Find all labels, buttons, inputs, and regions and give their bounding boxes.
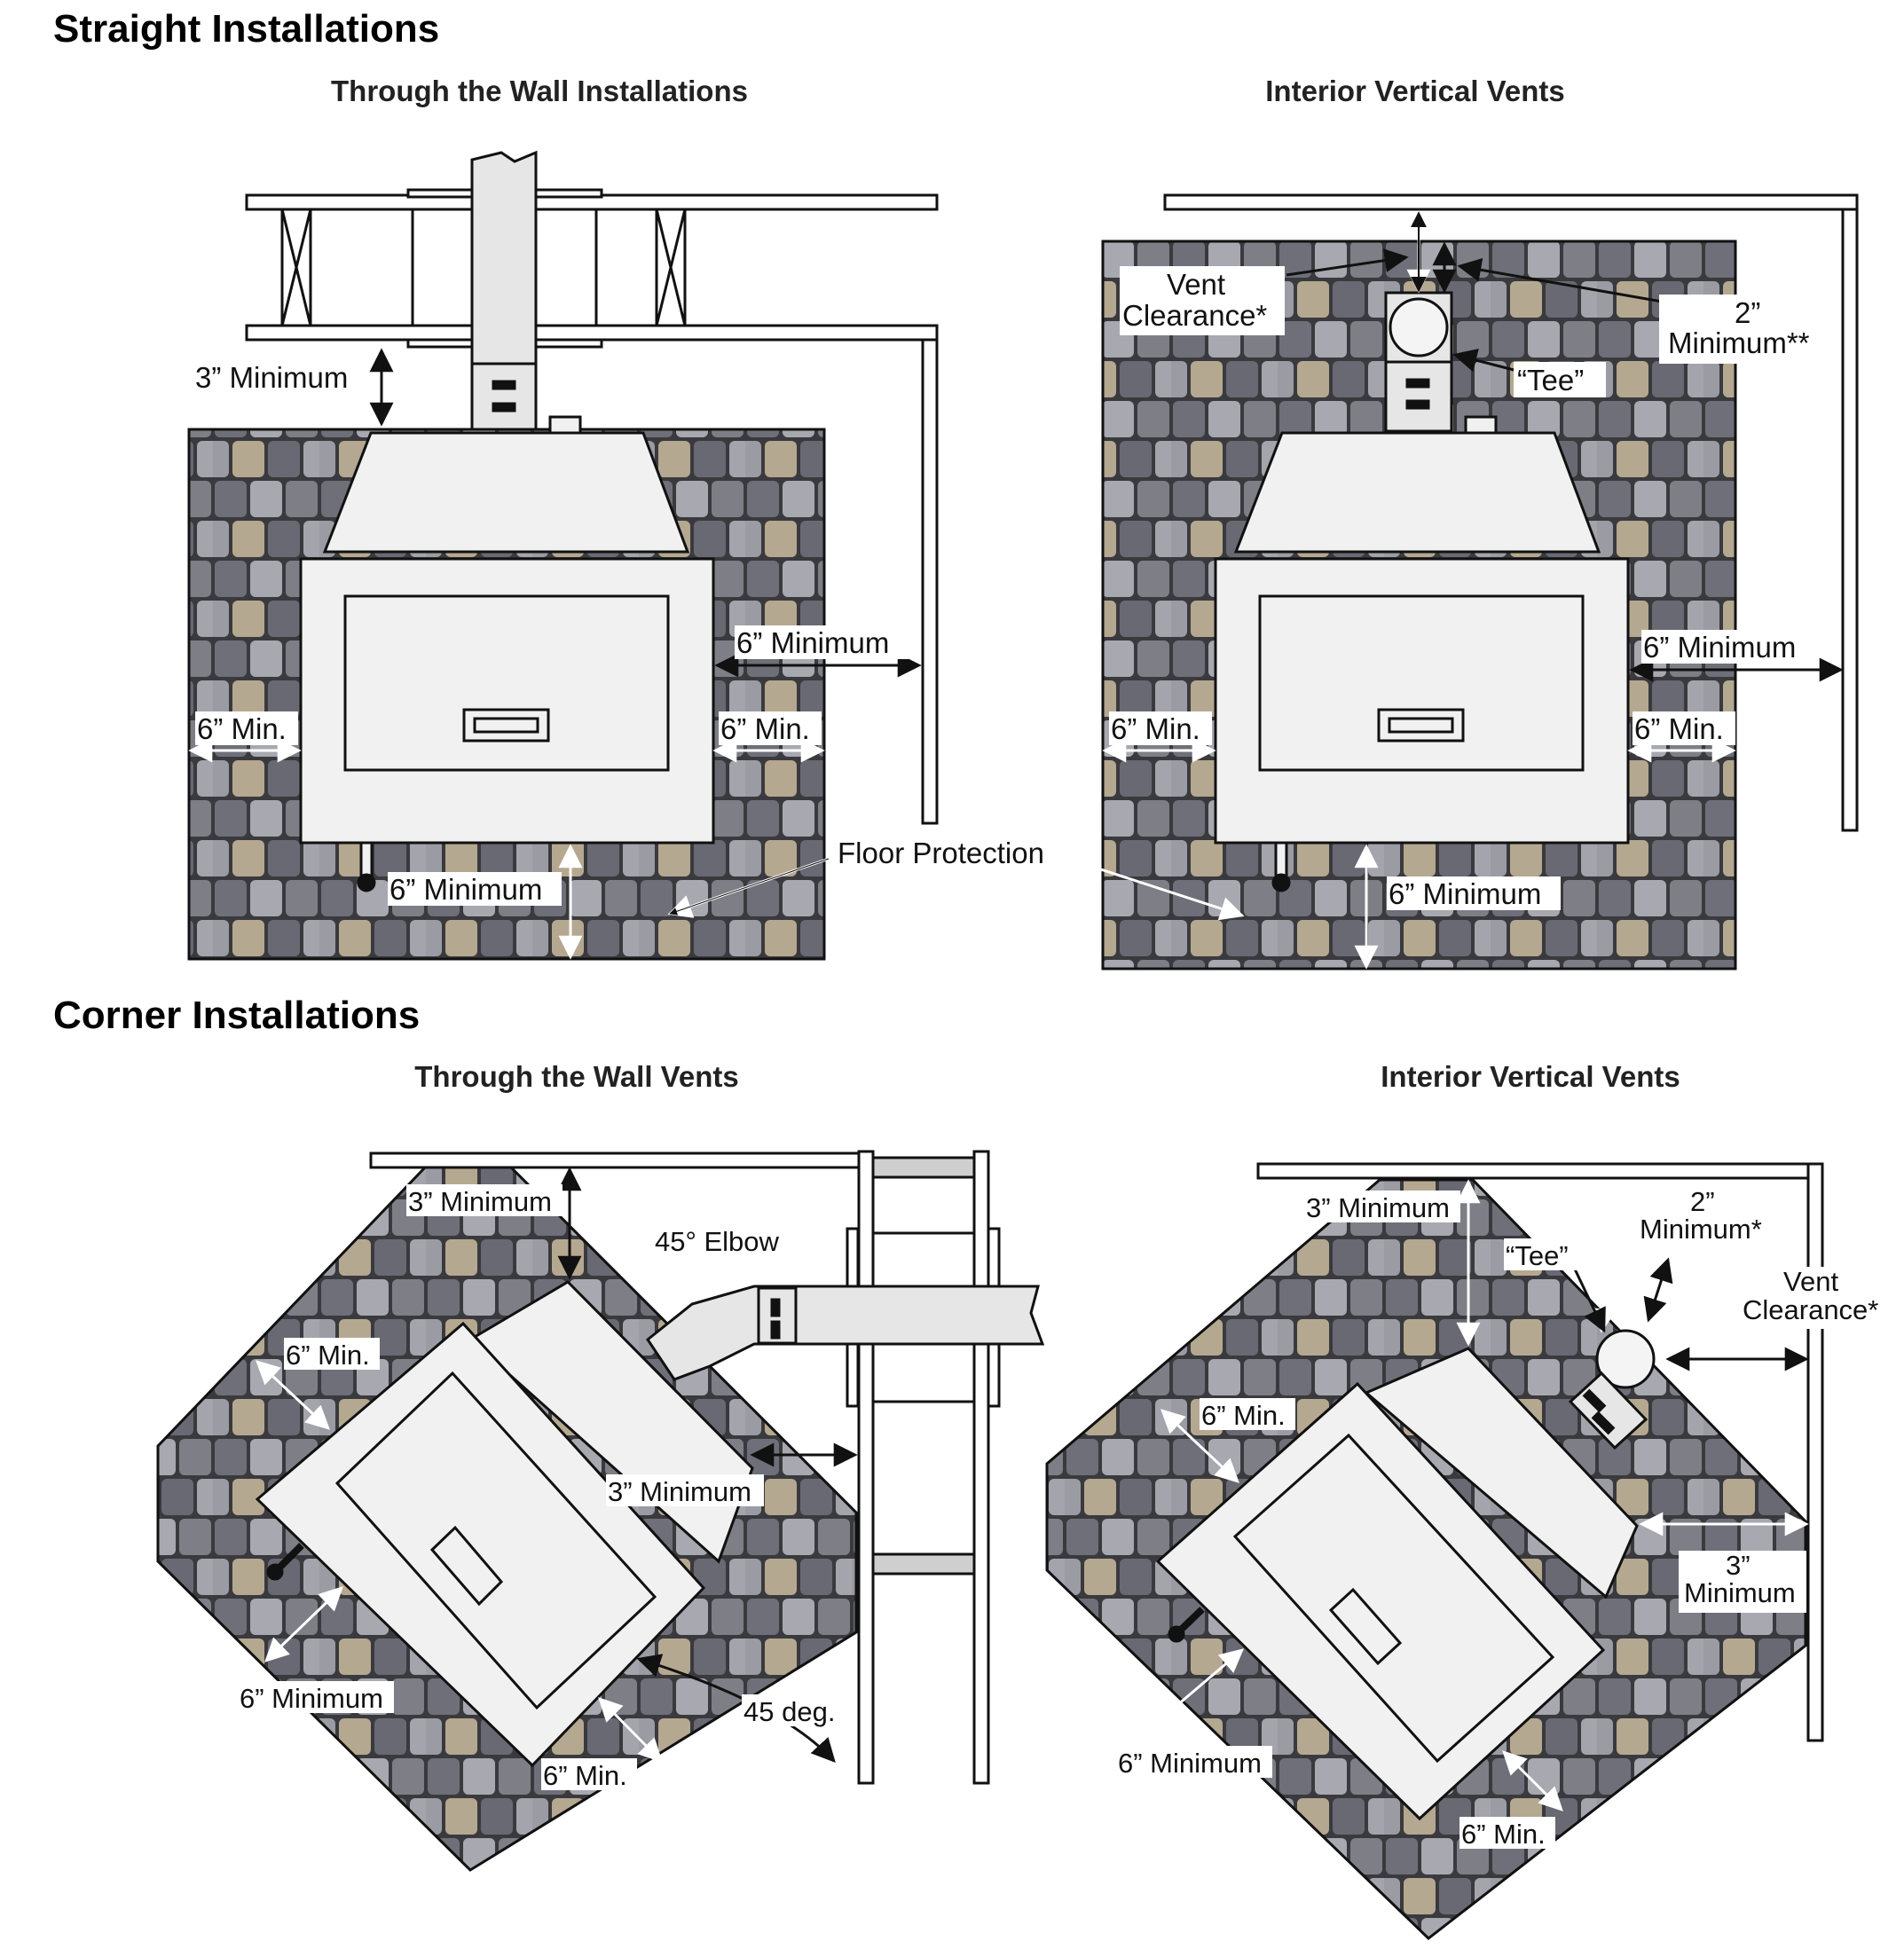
- six-min-short-label: 6” Min.: [1111, 712, 1200, 745]
- tee-label: “Tee”: [1517, 364, 1584, 397]
- six-min-label: 6” Minimum: [1389, 877, 1541, 910]
- six-min-short-label: 6” Min.: [286, 1340, 370, 1371]
- stove-appliance: [1155, 1347, 1639, 1821]
- three-min-label: 3” Minimum: [195, 361, 348, 394]
- deg-label: 45 deg.: [744, 1696, 835, 1727]
- six-min-label: 6” Minimum: [1643, 631, 1796, 664]
- six-min-short-label: 6” Min.: [1201, 1400, 1286, 1431]
- six-min-short-label: 6” Min.: [720, 712, 810, 745]
- vent-clearance-label: Clearance*: [1743, 1294, 1878, 1325]
- six-min-short-label: 6” Min.: [1634, 712, 1724, 745]
- vent-tee: [1568, 1329, 1656, 1450]
- dimension-labels: 3” Minimum “Tee” 2” Minimum* Vent Cleara…: [1116, 1186, 1893, 1850]
- two-inch-label: 2”: [1690, 1186, 1715, 1217]
- corner-installations-title: Corner Installations: [53, 994, 421, 1037]
- vent-clearance-label: Vent: [1783, 1266, 1838, 1297]
- three-min-label: 3” Minimum: [1306, 1192, 1450, 1223]
- six-min-short-label: 6” Min.: [543, 1760, 627, 1791]
- dimension-arrows: [256, 1167, 858, 1763]
- straight-right-subtitle: Interior Vertical Vents: [1265, 75, 1565, 107]
- vent-elbow-pipe: [645, 1285, 1045, 1381]
- corner-left-subtitle: Through the Wall Vents: [414, 1060, 739, 1093]
- six-min-label: 6” Minimum: [389, 873, 542, 906]
- corner-interior-vertical-diagram: 3” Minimum “Tee” 2” Minimum* Vent Cleara…: [1045, 1162, 1893, 1940]
- straight-installations-title: Straight Installations: [53, 7, 440, 51]
- corner-right-subtitle: Interior Vertical Vents: [1381, 1060, 1680, 1093]
- three-min-label: 3” Minimum: [408, 1186, 552, 1217]
- three-inch-label: 3”: [1726, 1550, 1751, 1581]
- vent-clearance-label: Clearance*: [1122, 299, 1267, 332]
- straight-left-subtitle: Through the Wall Installations: [331, 75, 748, 107]
- straight-through-wall-diagram: 3” Minimum 6” Minimum 6” Min. 6” Min. 6”…: [187, 150, 939, 961]
- six-min-short-label: 6” Min.: [1461, 1819, 1546, 1850]
- elbow-label: 45° Elbow: [655, 1226, 780, 1257]
- straight-interior-vertical-diagram: Vent Clearance* 2” Minimum** “Tee” 6” Mi…: [1067, 193, 1859, 971]
- stove-appliance: [255, 1280, 754, 1768]
- dimension-labels: 3” Minimum 6” Minimum 6” Min. 6” Min. 6”…: [195, 361, 909, 906]
- stove-appliance: [299, 431, 715, 892]
- stove-appliance: [1214, 431, 1630, 892]
- vent-pipe: [470, 150, 582, 435]
- vent-clearance-label: Vent: [1167, 268, 1225, 301]
- minimum-label: Minimum*: [1640, 1214, 1762, 1245]
- dimension-labels: 3” Minimum 45° Elbow 6” Min. 3” Minimum …: [238, 1184, 839, 1791]
- vent-tee: [1384, 291, 1498, 435]
- dimension-labels: Vent Clearance* 2” Minimum** “Tee” 6” Mi…: [1109, 266, 1828, 910]
- dimension-arrows: [188, 348, 922, 960]
- minimum-label: Minimum: [1684, 1577, 1796, 1608]
- ceiling-wall: [1163, 193, 1859, 832]
- six-min-label: 6” Minimum: [240, 1683, 383, 1714]
- six-min-label: 6” Minimum: [1118, 1748, 1262, 1779]
- corner-through-wall-diagram: 3” Minimum 45° Elbow 6” Min. 3” Minimum …: [156, 1150, 1045, 1872]
- tee-label: “Tee”: [1506, 1240, 1569, 1271]
- three-min-label: 3” Minimum: [608, 1476, 751, 1507]
- dimension-arrows: [1067, 210, 1844, 970]
- six-min-label: 6” Minimum: [736, 626, 889, 659]
- floor-protection-label: Floor Protection: [838, 837, 1044, 869]
- six-min-short-label: 6” Min.: [197, 712, 287, 745]
- two-inch-label: 2”: [1735, 296, 1760, 329]
- dimension-arrows: [1151, 1179, 1809, 1811]
- minimum-label: Minimum**: [1668, 326, 1810, 359]
